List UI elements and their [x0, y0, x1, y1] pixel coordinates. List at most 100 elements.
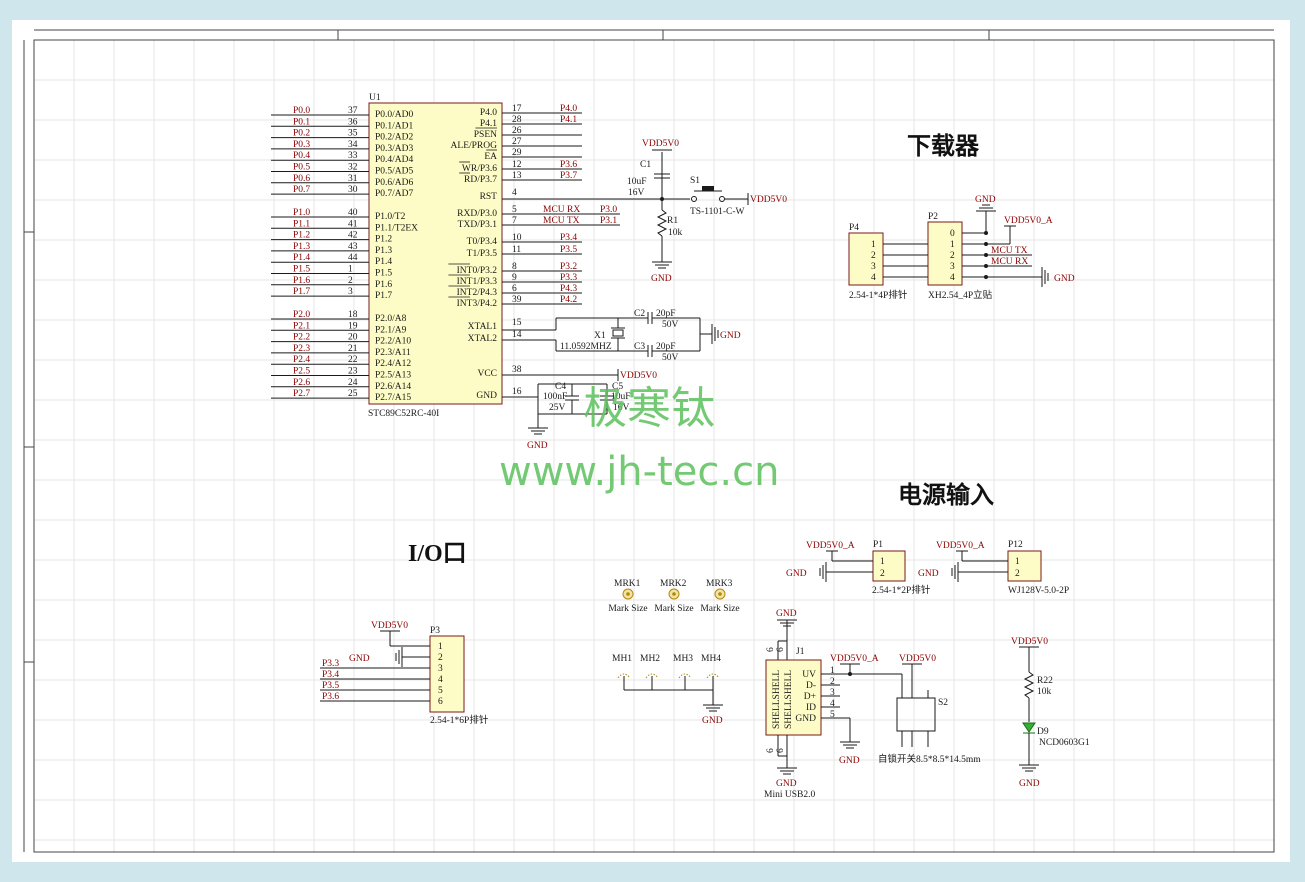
mcu-left-pin-number: 21 [348, 344, 358, 354]
mcu-right-pin-number: 13 [512, 171, 522, 181]
mcu-left-net-label: P2.4 [293, 355, 310, 365]
j1-shell-num-4: 6 [776, 748, 786, 753]
p2-designator: P2 [928, 212, 938, 222]
s1-part: TS-1101-C-W [690, 207, 745, 217]
p3-pin-number: 6 [438, 697, 443, 707]
mcu-left-pin-number: 2 [348, 276, 353, 286]
mark-designator: MRK1 [614, 579, 641, 589]
mcu-left-pin-number: 33 [348, 151, 358, 161]
p2-pin-number: 4 [950, 273, 955, 283]
mcu-right-pin-number: 14 [512, 330, 522, 340]
mcu-left-pin-name: P2.6/A14 [375, 382, 411, 392]
mcu-right-pin-number: 5 [512, 205, 517, 215]
mcu-left-net-label: P2.5 [293, 367, 310, 377]
p1-gnd: GND [786, 569, 807, 579]
mcu-left-net-label: P1.2 [293, 231, 310, 241]
mcu-right-net-label: P3.6 [560, 160, 577, 170]
mcu-right-net-label-2: P3.0 [600, 205, 617, 215]
mcu-right-pin-name: RST [480, 192, 498, 202]
mcu-left-net-label: P1.6 [293, 276, 310, 286]
p12-body [1007, 550, 1042, 582]
mcu-left-pin-name: P0.4/AD4 [375, 155, 414, 165]
p3-gnd: GND [349, 654, 370, 664]
mcu-left-pin-number: 22 [348, 355, 358, 365]
sheet-border [33, 39, 1275, 853]
p3-pin-number: 5 [438, 686, 443, 696]
j1-pin-name: D- [806, 681, 816, 691]
downloader-title: 下载器 [907, 133, 980, 160]
mcu-left-net-label: P2.6 [293, 378, 310, 388]
mark-symbol-dot [718, 592, 722, 596]
mcu-left-pin-name: P0.5/AD5 [375, 167, 414, 177]
mcu-right-net-label: P3.4 [560, 233, 577, 243]
r22-value: 10k [1037, 687, 1052, 697]
mcu-right-pin-number: 17 [512, 104, 522, 114]
p1-designator: P1 [873, 540, 883, 550]
mcu-left-pin-number: 20 [348, 333, 358, 343]
mcu-left-net-label: P2.1 [293, 321, 310, 331]
mcu-left-pin-number: 44 [348, 253, 358, 263]
p2-mcu-tx: MCU TX [991, 246, 1028, 256]
s2-part: 自锁开关8.5*8.5*14.5mm [878, 753, 981, 765]
r1-value: 10k [668, 228, 683, 238]
mcu-left-pin-number: 32 [348, 163, 358, 173]
mcu-left-pin-name: P0.0/AD0 [375, 110, 414, 120]
decoupling-gnd: GND [527, 441, 548, 451]
j1-shell-label-1: SHELLSHELL [772, 670, 782, 729]
c4-voltage: 25V [549, 403, 566, 413]
mcu-right-pin-name: INT3/P4.2 [457, 299, 498, 309]
mcu-right-pin-number: 12 [512, 160, 522, 170]
mcu-left-net-label: P0.4 [293, 151, 310, 161]
mcu-left-pin-name: P0.2/AD2 [375, 133, 414, 143]
p3-pin-number: 1 [438, 642, 443, 652]
mcu-right-pin-name: P4.1 [480, 119, 497, 129]
j1-gnd-side: GND [839, 756, 860, 766]
led-vdd: VDD5V0 [1011, 637, 1048, 647]
p12-pin-2: 2 [1015, 569, 1020, 579]
mounting-hole-designator: MH3 [673, 654, 693, 664]
mcu-right-pin-name: XTAL2 [468, 334, 498, 344]
mcu-left-pin-name: P2.3/A11 [375, 348, 411, 358]
mcu-left-pin-name: P2.2/A10 [375, 337, 411, 347]
mcu-left-pin-number: 23 [348, 367, 358, 377]
d9-part: NCD0603G1 [1039, 738, 1090, 748]
mounting-hole-designator: MH4 [701, 654, 721, 664]
j1-vdd-a: VDD5V0_A [830, 654, 879, 664]
mcu-right-pin-name: ALE/PROG [451, 141, 498, 151]
mcu-left-net-label: P0.0 [293, 106, 310, 116]
p4-pin-number: 3 [871, 262, 876, 272]
mark-symbol-dot [626, 592, 630, 596]
mounting-hole-symbol [617, 673, 631, 679]
mcu-left-pin-name: P0.1/AD1 [375, 121, 414, 131]
mcu-left-net-label: P0.5 [293, 163, 310, 173]
p3-net-label: P3.4 [322, 670, 339, 680]
j1-pin-name: D+ [804, 692, 816, 702]
mcu-right-pin-number: 7 [512, 216, 517, 226]
s1-vdd: VDD5V0 [750, 195, 787, 205]
mcu-left-pin-number: 31 [348, 174, 358, 184]
mcu-left-pin-number: 36 [348, 117, 358, 127]
j1-pin-name: UV [802, 670, 816, 680]
mcu-right-pin-number: 28 [512, 115, 522, 125]
p3-vdd: VDD5V0 [371, 621, 408, 631]
mcu-left-net-label: P1.7 [293, 287, 310, 297]
p3-net-label: P3.6 [322, 692, 339, 702]
mcu-left-pin-number: 34 [348, 140, 358, 150]
mcu-left-pin-number: 30 [348, 185, 358, 195]
mcu-left-net-label: P2.0 [293, 310, 310, 320]
mcu-left-pin-name: P2.1/A9 [375, 325, 407, 335]
mcu-left-net-label: P0.2 [293, 129, 310, 139]
mcu-left-pin-name: P1.1/T2EX [375, 223, 418, 233]
mcu-left-pin-name: P1.3 [375, 246, 392, 256]
j1-gnd-top: GND [776, 609, 797, 619]
mcu-right-net-label: P3.2 [560, 262, 577, 272]
crystal-circuit: X1 11.0592MHZ GND C2 20pF 50V C3 20pF 50… [502, 309, 741, 363]
led-section: VDD5V0 R22 10k D9 NCD0603G1 GND [1011, 637, 1090, 789]
p2-pin-number: 2 [950, 251, 955, 261]
mcu-right-pin-number: 8 [512, 262, 517, 272]
